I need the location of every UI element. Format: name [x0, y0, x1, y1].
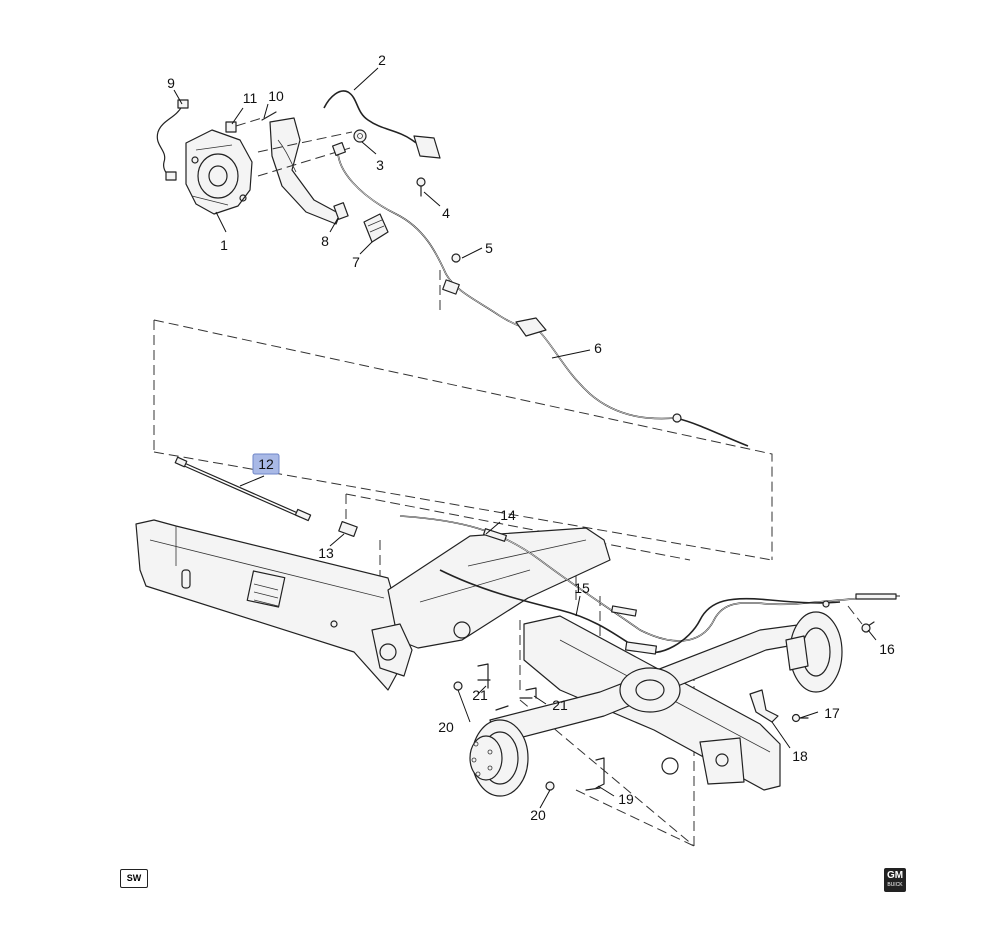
callout-13: 13: [318, 545, 334, 561]
rear-cables: [399, 515, 901, 791]
callout-12: 12: [258, 456, 274, 472]
callout-5: 5: [485, 240, 493, 256]
cable-12: [174, 456, 358, 538]
callout-16: 16: [879, 641, 895, 657]
callout-11: 11: [243, 90, 258, 106]
callout-19: 19: [618, 791, 634, 807]
callout-21-upper: 21: [472, 687, 488, 703]
callout-3: 3: [376, 157, 384, 173]
callout-8: 8: [321, 233, 329, 249]
vehicle-frame: [135, 519, 843, 797]
callout-10: 10: [268, 88, 284, 104]
callout-17: 17: [824, 705, 840, 721]
callout-15: 15: [574, 580, 590, 596]
callout-9: 9: [167, 75, 175, 91]
sw-badge: SW: [120, 869, 148, 888]
callout-20-upper: 20: [438, 719, 454, 735]
leader-lines: [173, 67, 877, 809]
front-cable: [323, 90, 749, 447]
callout-2: 2: [378, 52, 386, 68]
gm-logo: GM BUICK: [884, 868, 906, 892]
callout-18: 18: [792, 748, 808, 764]
callout-6: 6: [594, 340, 602, 356]
pedal-assembly: [156, 99, 441, 312]
callout-21-lower: 21: [552, 697, 568, 713]
callout-12-highlight: 12: [252, 453, 280, 475]
callout-20-lower: 20: [530, 807, 546, 823]
callout-1: 1: [220, 237, 228, 253]
gm-logo-subtext: BUICK: [887, 882, 903, 888]
gm-logo-text: GM: [886, 870, 904, 881]
callout-7: 7: [352, 254, 360, 270]
callout-4: 4: [442, 205, 450, 221]
callout-14: 14: [500, 507, 516, 523]
